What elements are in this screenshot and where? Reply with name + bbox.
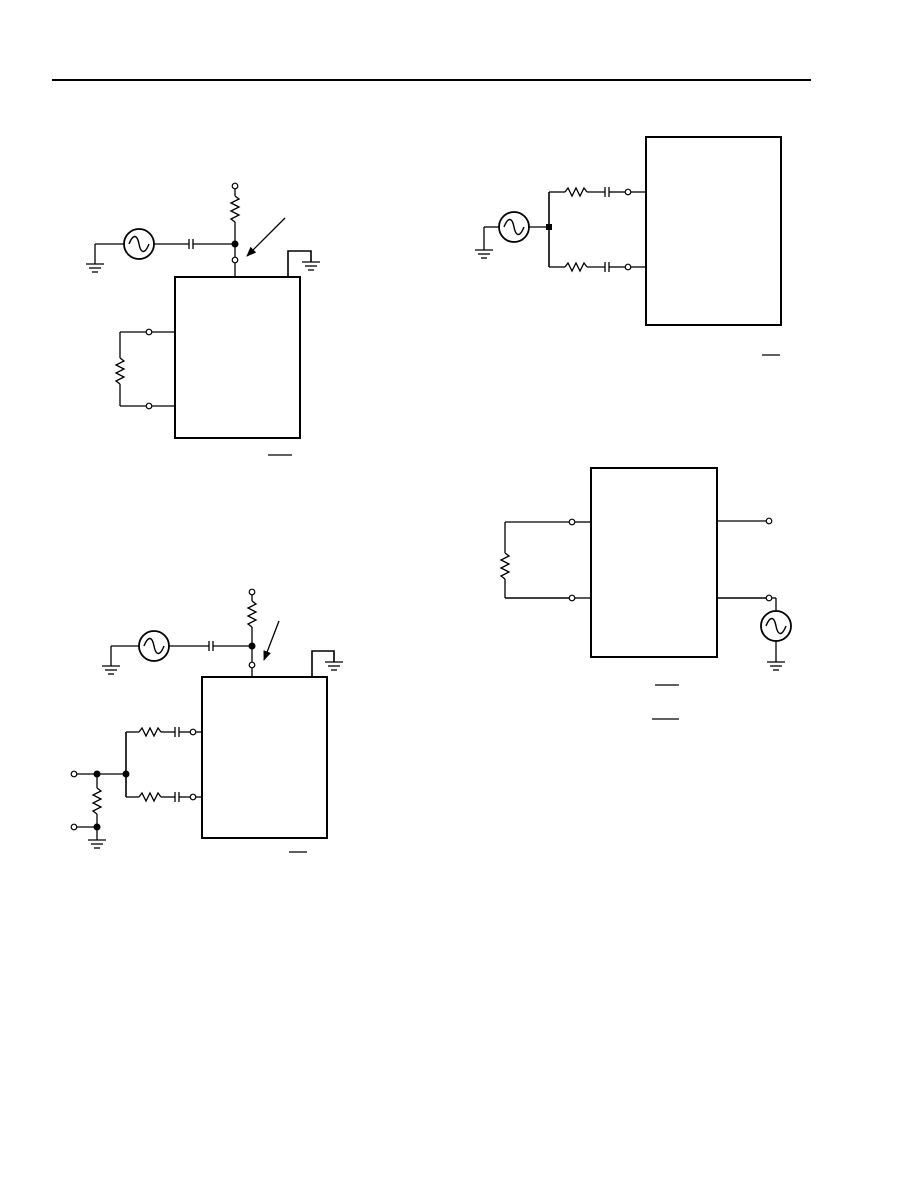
- input-terminal: [190, 794, 196, 800]
- load-resistor: [116, 358, 124, 384]
- device-box: [591, 468, 717, 657]
- input-terminal: [146, 329, 152, 335]
- ground-icon: [325, 662, 343, 670]
- input-terminal: [71, 771, 77, 777]
- figure-top-left: [86, 183, 320, 455]
- resistor: [565, 263, 587, 271]
- sine-wave-icon: [129, 237, 149, 252]
- input-terminal: [625, 189, 631, 195]
- input-terminal: [71, 824, 77, 830]
- input-terminal: [569, 519, 575, 525]
- test-point-arrow: [264, 621, 279, 661]
- sine-wave-icon: [504, 220, 524, 235]
- output-terminal: [766, 518, 772, 524]
- input-resistor: [501, 553, 509, 579]
- test-point-arrow: [246, 218, 285, 257]
- figure-bottom-right: [501, 468, 791, 719]
- test-terminal: [232, 257, 238, 263]
- pull-up-resistor: [231, 196, 239, 222]
- input-terminal: [569, 595, 575, 601]
- ground-icon: [302, 262, 320, 270]
- resistor: [139, 793, 161, 801]
- figure-bottom-left: [71, 589, 343, 852]
- junction-dot: [122, 770, 130, 778]
- ground-icon: [102, 666, 120, 674]
- supply-terminal: [232, 183, 238, 189]
- device-box: [646, 137, 781, 325]
- input-terminal: [146, 403, 152, 409]
- supply-terminal: [249, 589, 255, 595]
- input-terminal: [190, 729, 196, 735]
- input-terminal: [625, 264, 631, 270]
- test-terminal: [249, 662, 255, 668]
- sine-wave-icon: [144, 639, 164, 654]
- figure-top-right: [475, 137, 781, 355]
- device-box: [175, 277, 300, 438]
- source-terminal: [766, 595, 772, 601]
- ground-icon: [88, 840, 106, 848]
- resistor: [139, 728, 161, 736]
- resistor: [565, 188, 587, 196]
- sine-wave-icon: [766, 619, 786, 634]
- input-resistor: [93, 788, 101, 814]
- ground-icon: [475, 250, 493, 258]
- ground-icon: [86, 264, 104, 272]
- device-box: [202, 677, 327, 838]
- page-header-rule: [52, 79, 811, 81]
- ground-icon: [767, 662, 785, 670]
- junction-dot: [93, 823, 101, 831]
- pull-up-resistor: [248, 601, 256, 627]
